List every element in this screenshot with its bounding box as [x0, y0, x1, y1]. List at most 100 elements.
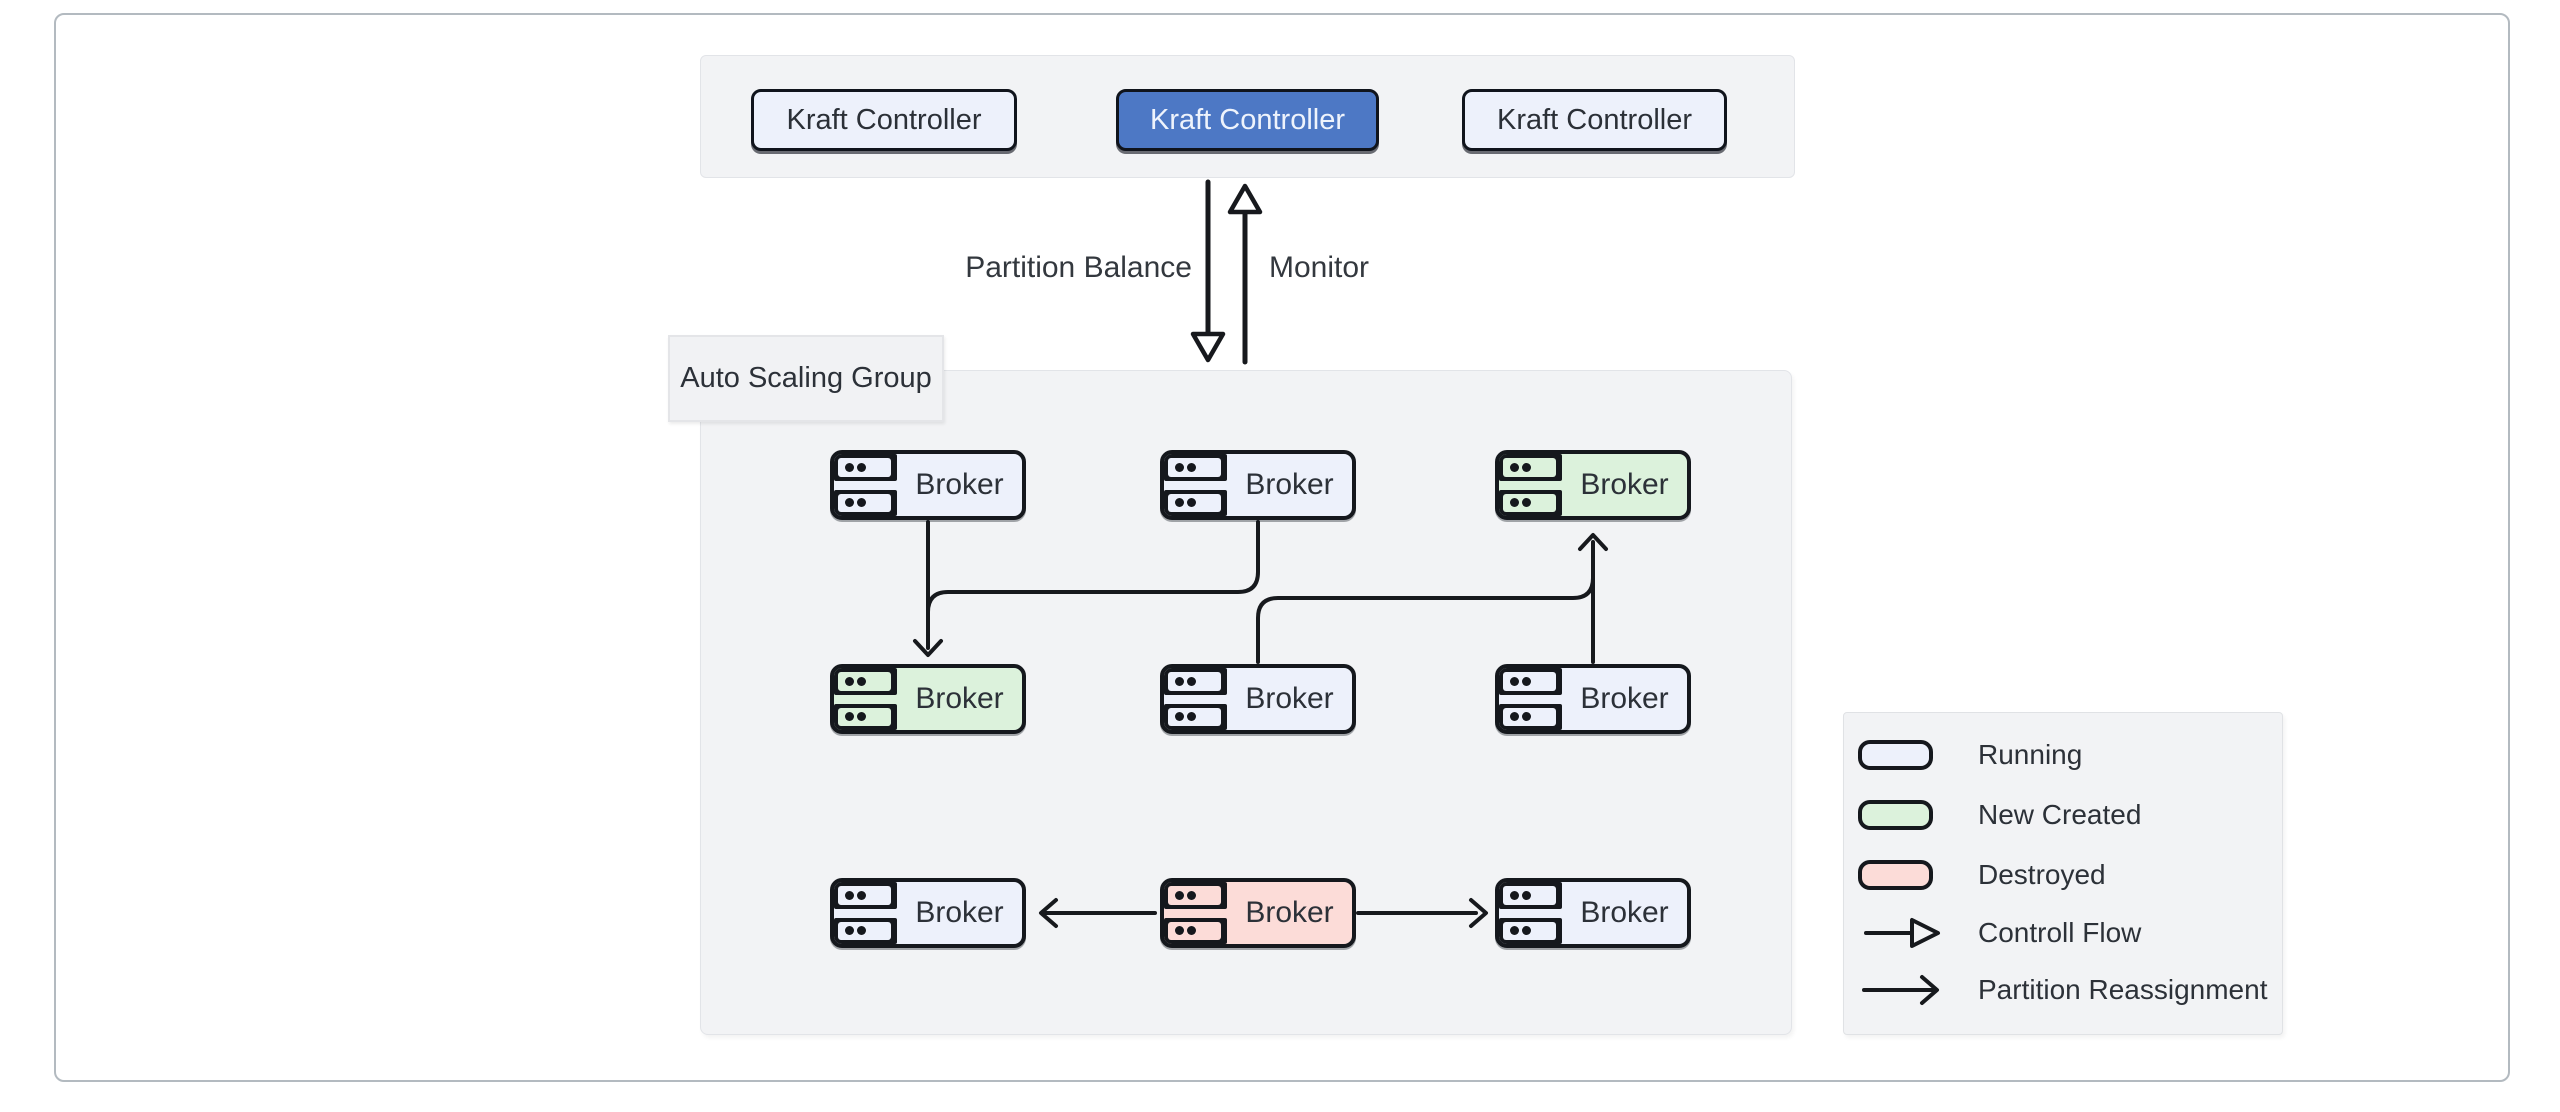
broker-label: Broker [1580, 468, 1669, 501]
led-dot [1187, 676, 1196, 686]
server-slot [838, 921, 891, 940]
legend-label-new-created: New Created [1978, 799, 2142, 830]
broker-label: Broker [915, 468, 1004, 501]
server-bay [834, 454, 897, 481]
server-bay [834, 489, 897, 516]
broker-label: Broker [1245, 682, 1334, 715]
server-bay [1499, 882, 1562, 909]
led-dot [1175, 890, 1184, 900]
server-icon [834, 454, 897, 516]
server-slot [1168, 493, 1221, 512]
broker-label: Broker [1580, 896, 1669, 929]
server-slot [1168, 672, 1221, 691]
server-icon [1499, 668, 1562, 730]
broker-node-6: Broker [1495, 664, 1691, 734]
led-dot [1175, 676, 1184, 686]
server-bay [1499, 917, 1562, 944]
server-icon [1499, 882, 1562, 944]
server-icon [834, 882, 897, 944]
server-slot [1168, 921, 1221, 940]
server-slot [1168, 458, 1221, 477]
kraft-controller-label: Kraft Controller [1496, 103, 1692, 136]
server-bay [1499, 703, 1562, 730]
led-dot [845, 926, 854, 936]
auto-scaling-group-title: Auto Scaling Group [668, 335, 944, 422]
server-bay [1164, 882, 1227, 909]
server-slot [1168, 886, 1221, 905]
monitor-edge-label: Monitor [1269, 251, 1370, 284]
led-dot [1510, 712, 1519, 722]
server-bay [1499, 668, 1562, 695]
led-dot [1187, 498, 1196, 508]
server-bay [1164, 454, 1227, 481]
led-dot [1175, 712, 1184, 722]
led-dot [845, 498, 854, 508]
kraft-controller-node-2-active: Kraft Controller [1116, 89, 1379, 151]
led-dot [845, 462, 854, 472]
broker-node-9: Broker [1495, 878, 1691, 948]
legend-label-partition-reassignment: Partition Reassignment [1978, 974, 2268, 1005]
legend-running-swatch [1858, 740, 1933, 770]
led-dot [1510, 676, 1519, 686]
broker-node-2: Broker [1160, 450, 1356, 520]
led-dot [1522, 712, 1531, 722]
server-bay [834, 668, 897, 695]
legend-label-running: Running [1978, 739, 2083, 770]
led-dot [845, 712, 854, 722]
led-dot [857, 926, 866, 936]
kraft-controller-label: Kraft Controller [1149, 103, 1345, 136]
server-slot [838, 493, 891, 512]
kraft-controller-node-3: Kraft Controller [1462, 89, 1727, 151]
server-slot [838, 886, 891, 905]
server-bay [1499, 454, 1562, 481]
led-dot [1175, 462, 1184, 472]
led-dot [857, 462, 866, 472]
led-dot [1187, 890, 1196, 900]
broker-label: Broker [1245, 468, 1334, 501]
auto-scaling-group-title-text: Auto Scaling Group [680, 362, 932, 394]
broker-node-7: Broker [830, 878, 1026, 948]
server-bay [1164, 668, 1227, 695]
server-bay [834, 917, 897, 944]
broker-node-5: Broker [1160, 664, 1356, 734]
broker-node-8-destroyed: Broker [1160, 878, 1356, 948]
server-bay [834, 703, 897, 730]
led-dot [1522, 462, 1531, 472]
partition-balance-edge-label: Partition Balance [965, 251, 1192, 284]
led-dot [1175, 498, 1184, 508]
kraft-controller-label: Kraft Controller [786, 103, 982, 136]
server-slot [838, 707, 891, 726]
led-dot [1187, 462, 1196, 472]
server-icon [1499, 454, 1562, 516]
server-icon [1164, 454, 1227, 516]
led-dot [1510, 926, 1519, 936]
legend-label-controll-flow: Controll Flow [1978, 917, 2142, 948]
server-slot [1503, 707, 1556, 726]
server-bay [1164, 703, 1227, 730]
server-slot [838, 458, 891, 477]
broker-label: Broker [1580, 682, 1669, 715]
server-slot [838, 672, 891, 691]
broker-label: Broker [915, 682, 1004, 715]
server-slot [1168, 707, 1221, 726]
led-dot [1522, 926, 1531, 936]
server-bay [1164, 489, 1227, 516]
legend-destroyed-swatch [1858, 860, 1933, 890]
led-dot [1510, 498, 1519, 508]
broker-label: Broker [915, 896, 1004, 929]
server-slot [1503, 672, 1556, 691]
led-dot [857, 712, 866, 722]
led-dot [1510, 462, 1519, 472]
led-dot [845, 890, 854, 900]
legend-new-created-swatch [1858, 800, 1933, 830]
broker-label: Broker [1245, 896, 1334, 929]
server-bay [834, 882, 897, 909]
led-dot [1522, 676, 1531, 686]
led-dot [857, 676, 866, 686]
server-icon [1164, 668, 1227, 730]
server-slot [1503, 458, 1556, 477]
server-bay [1164, 917, 1227, 944]
led-dot [1522, 890, 1531, 900]
led-dot [845, 676, 854, 686]
led-dot [1187, 712, 1196, 722]
